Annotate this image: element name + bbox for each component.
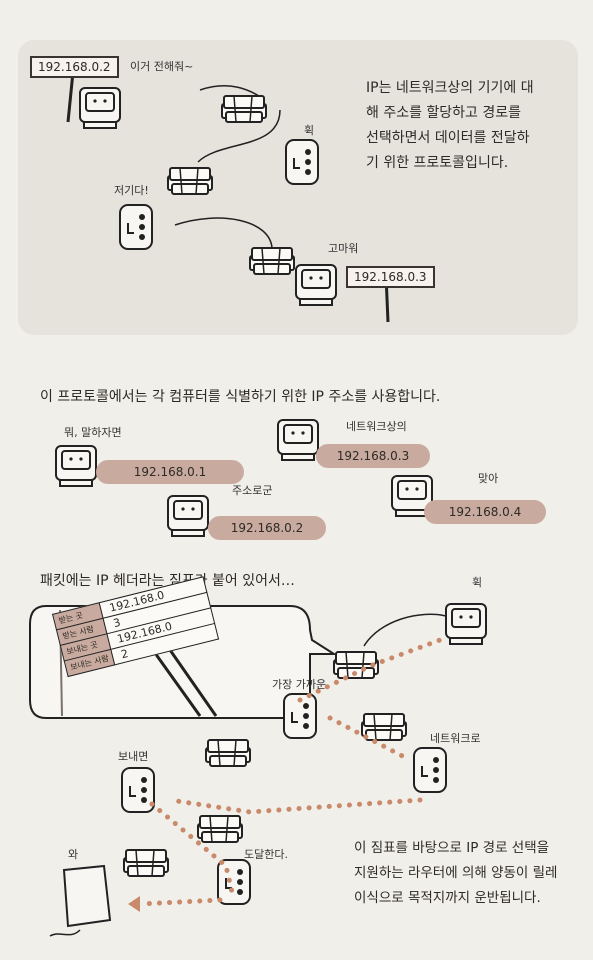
say-send-2: 보내면 bbox=[118, 750, 149, 763]
intro-line: 기 위한 프로토콜입니다. bbox=[366, 155, 509, 171]
pc-sender bbox=[79, 87, 121, 129]
pc3-ip: 192.168.0.3 bbox=[316, 444, 430, 468]
pc1-say: 뭐, 말하자면 bbox=[64, 426, 122, 439]
say-whoosh-2: 휙 bbox=[472, 576, 483, 589]
outro-line: 이 짐표를 바탕으로 IP 경로 선택을 bbox=[354, 840, 550, 856]
pc2-say: 주소로군 bbox=[232, 484, 273, 497]
say-nearest: 가장 가까운 bbox=[272, 678, 327, 691]
route-final bbox=[137, 897, 223, 907]
parcel-1 bbox=[221, 95, 267, 123]
pc-c bbox=[277, 419, 319, 461]
destination-pc bbox=[62, 864, 112, 928]
pc-a bbox=[55, 445, 97, 487]
packet-sentence: 패킷에는 IP 헤더라는 짐표가 붙어 있어서… bbox=[40, 573, 295, 589]
say-thanks: 고마워 bbox=[328, 242, 359, 255]
outro-line: 이식으로 목적지까지 운반됩니다. bbox=[354, 890, 541, 906]
say-whoosh-1: 휙 bbox=[304, 124, 315, 137]
address-sentence: 이 프로토콜에서는 각 컴퓨터를 식별하기 위한 IP 주소를 사용합니다. bbox=[40, 389, 441, 405]
intro-paragraph: IP는 네트워크상의 기기에 대 해 주소를 할당하고 경로를 선택하면서 데이… bbox=[366, 76, 576, 176]
pc-b bbox=[167, 495, 209, 537]
sign-sender-ip: 192.168.0.2 bbox=[30, 56, 119, 78]
say-there: 저기다! bbox=[114, 184, 149, 197]
parcel-3 bbox=[249, 247, 295, 275]
pc-receiver bbox=[295, 264, 337, 306]
say-arrive: 도달한다. bbox=[244, 848, 288, 861]
say-to-network: 네트워크로 bbox=[430, 732, 481, 745]
router-left bbox=[121, 767, 155, 813]
router-right bbox=[413, 747, 447, 793]
outro-paragraph: 이 짐표를 바탕으로 IP 경로 선택을 지원하는 라우터에 의해 양동이 릴레… bbox=[354, 836, 586, 911]
parcel-2 bbox=[167, 167, 213, 195]
pc2-ip: 192.168.0.2 bbox=[208, 516, 326, 540]
pc4-ip: 192.168.0.4 bbox=[424, 500, 546, 524]
say-wow: 와 bbox=[68, 848, 79, 861]
router-2 bbox=[119, 204, 153, 250]
intro-line: 해 주소를 할당하고 경로를 bbox=[366, 105, 522, 121]
pc4-say: 맞아 bbox=[478, 472, 499, 485]
arrow-head bbox=[128, 896, 140, 912]
route-down bbox=[167, 797, 423, 815]
pc1-ip: 192.168.0.1 bbox=[96, 460, 244, 484]
route-left bbox=[149, 801, 235, 895]
router-1 bbox=[285, 139, 319, 185]
parcel-r4 bbox=[197, 815, 243, 843]
parcel-r5 bbox=[123, 849, 169, 877]
pc-top-right bbox=[445, 603, 487, 645]
say-send: 이거 전해줘~ bbox=[130, 60, 194, 73]
outro-line: 지원하는 라우터에 의해 양동이 릴레 bbox=[354, 865, 558, 881]
pc3-say: 네트워크상의 bbox=[346, 420, 407, 433]
parcel-r2 bbox=[361, 713, 407, 741]
sign-receiver-ip: 192.168.0.3 bbox=[346, 266, 435, 288]
parcel-r3 bbox=[205, 739, 251, 767]
intro-line: 선택하면서 데이터를 전달하 bbox=[366, 130, 530, 146]
intro-line: IP는 네트워크상의 기기에 대 bbox=[366, 80, 534, 96]
router-bottom bbox=[217, 859, 251, 905]
